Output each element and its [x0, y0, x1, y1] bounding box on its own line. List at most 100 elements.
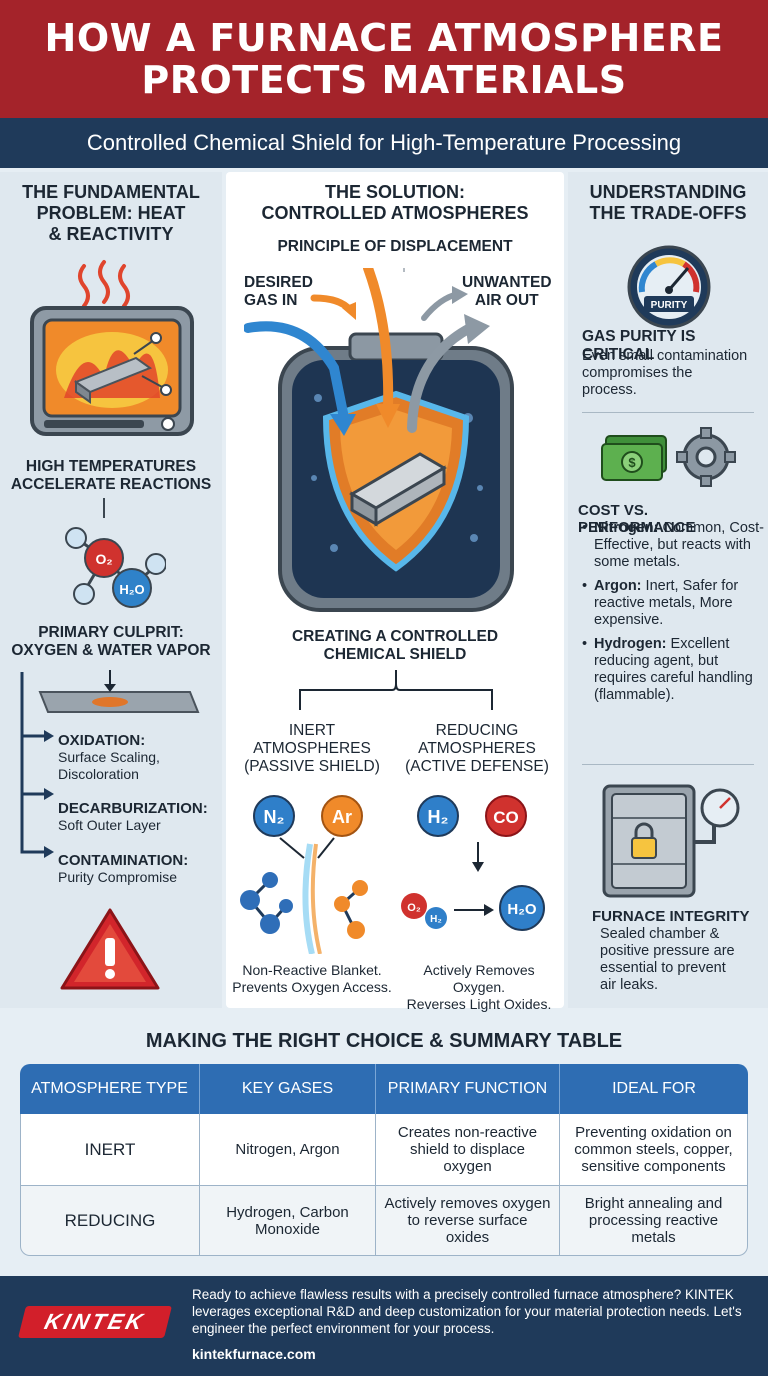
air-out-label: UNWANTED AIR OUT [462, 274, 552, 310]
problem-title-line-2: PROBLEM: HEAT [36, 203, 186, 223]
cell-type: REDUCING [20, 1186, 200, 1256]
problem-column: THE FUNDAMENTAL PROBLEM: HEAT & REACTIVI… [0, 172, 222, 1008]
bullet-hydrogen-text: Excellent reducing agent, but requires c… [594, 636, 753, 703]
principle-label: PRINCIPLE OF DISPLACEMENT [277, 238, 513, 255]
shield-caption-line-2: CHEMICAL SHIELD [323, 646, 467, 663]
page-title: HOW A FURNACE ATMOSPHERE PROTECTS MATERI… [45, 17, 724, 101]
solution-title-line-1: THE SOLUTION: [325, 182, 465, 202]
cell-function: Creates non-reactive shield to displace … [376, 1114, 560, 1186]
problem-title-line-1: THE FUNDAMENTAL [22, 182, 200, 202]
cell-function: Actively removes oxygen to reverse surfa… [376, 1186, 560, 1256]
cell-type: INERT [20, 1114, 200, 1186]
reducing-heading-line-1: REDUCING [435, 722, 519, 739]
h2-small-label: H₂ [430, 914, 442, 925]
tradeoffs-title-line-2: THE TRADE-OFFS [589, 203, 747, 223]
reducing-description-line-1: Actively Removes Oxygen. [423, 962, 535, 995]
gas-in-line-2: GAS IN [244, 292, 298, 309]
kintek-logo: KINTEK [18, 1306, 172, 1338]
integrity-description-line-1: Sealed chamber & [600, 926, 720, 942]
integrity-description-line-4: air leaks. [600, 977, 659, 993]
bullet-nitrogen-text: Common, Cost-Effective, but reacts with … [594, 520, 764, 570]
caption-high-temp-line-2: ACCELERATE REACTIONS [10, 476, 212, 493]
branch-bracket [299, 670, 493, 710]
h2o-out-label: H₂O [507, 901, 536, 918]
molecule-icon: O₂ H₂O [65, 498, 166, 608]
summary-table: ATMOSPHERE TYPE KEY GASES PRIMARY FUNCTI… [20, 1064, 748, 1256]
divider-2 [582, 764, 754, 765]
divider-1 [582, 412, 754, 413]
effect-decarburization: DECARBURIZATION: Soft Outer Layer [58, 800, 222, 834]
integrity-description: Sealed chamber & positive pressure are e… [600, 926, 768, 994]
solution-column: THE SOLUTION: CONTROLLED ATMOSPHERES PRI… [226, 172, 564, 1012]
website-link[interactable]: kintekfurnace.com [192, 1346, 316, 1362]
reducing-description-line-2: Reverses Light Oxides. [406, 996, 552, 1012]
effect-oxidation-title: OXIDATION: [58, 732, 146, 749]
bullet-argon-name: Argon: [594, 578, 642, 594]
effect-oxidation-desc-1: Surface Scaling, [58, 749, 160, 765]
bullet-argon-text: Inert, Safer for reactive metals, More e… [594, 578, 739, 628]
inert-description-line-1: Non-Reactive Blanket. [242, 962, 382, 978]
inert-heading-line-2: ATMOSPHERES [253, 740, 371, 757]
effect-oxidation-desc-2: Discoloration [58, 766, 139, 782]
inert-heading-line-1: INERT [288, 722, 336, 739]
integrity-description-line-2: positive pressure are [600, 943, 735, 959]
effect-decarburization-title: DECARBURIZATION: [58, 800, 208, 817]
o2-label: O₂ [95, 551, 112, 567]
tradeoffs-column: UNDERSTANDING THE TRADE-OFFS PURITY GAS … [568, 172, 768, 1008]
bullet-nitrogen-name: Nitrogen: [594, 520, 659, 536]
cell-ideal: Bright annealing and processing reactive… [560, 1186, 748, 1256]
table-row: INERT Nitrogen, Argon Creates non-reacti… [20, 1114, 748, 1186]
purity-description-line-3: process. [582, 382, 637, 398]
air-out-line-1: UNWANTED [462, 274, 552, 291]
purity-description: Even small contamination compromises the… [582, 348, 768, 399]
effect-decarburization-desc: Soft Outer Layer [58, 817, 161, 833]
h2o-label: H₂O [119, 582, 144, 597]
tradeoffs-title-line-1: UNDERSTANDING [589, 182, 747, 202]
header-primary-function: PRIMARY FUNCTION [376, 1064, 560, 1114]
bullet-hydrogen-name: Hydrogen: [594, 636, 667, 652]
n2-label: N₂ [264, 807, 285, 827]
inert-description-line-2: Prevents Oxygen Access. [232, 979, 392, 995]
bullet-hydrogen: Hydrogen: Excellent reducing agent, but … [582, 636, 766, 704]
caption-high-temp-line-1: HIGH TEMPERATURES [25, 458, 197, 475]
page-header: HOW A FURNACE ATMOSPHERE PROTECTS MATERI… [0, 0, 768, 118]
money-gear-icon: $ [601, 427, 736, 487]
tradeoffs-title: UNDERSTANDING THE TRADE-OFFS [568, 182, 768, 224]
air-out-line-2: AIR OUT [474, 292, 539, 309]
purity-description-line-1: Even small contamination [582, 348, 748, 364]
inert-heading-line-3: (PASSIVE SHIELD) [244, 758, 380, 775]
solution-title: THE SOLUTION: CONTROLLED ATMOSPHERES [226, 182, 564, 224]
gas-in-label: DESIRED GAS IN [244, 274, 313, 310]
caption-culprit: PRIMARY CULPRIT: OXYGEN & WATER VAPOR [0, 624, 222, 660]
reducing-heading-line-3: (ACTIVE DEFENSE) [405, 758, 549, 775]
cell-gases: Hydrogen, Carbon Monoxide [200, 1186, 376, 1256]
caption-culprit-line-1: PRIMARY CULPRIT: [38, 624, 184, 641]
damage-flow-diagram [20, 670, 200, 858]
purity-title: GAS PURITY IS CRITICAL [582, 328, 696, 363]
solution-title-line-2: CONTROLLED ATMOSPHERES [261, 203, 529, 223]
svg-text:$: $ [628, 455, 636, 470]
reducing-description: Actively Removes Oxygen. Reverses Light … [396, 962, 562, 1013]
ar-label: Ar [332, 807, 352, 827]
effect-contamination-desc: Purity Compromise [58, 869, 178, 885]
purity-description-line-2: compromises the [582, 365, 693, 381]
h2-label: H₂ [428, 807, 449, 827]
logo-text: KINTEK [42, 1309, 149, 1334]
footer: KINTEK Ready to achieve flawless results… [0, 1276, 768, 1376]
shield-caption: CREATING A CONTROLLED CHEMICAL SHIELD [226, 628, 564, 664]
table-row: REDUCING Hydrogen, Carbon Monoxide Activ… [20, 1186, 748, 1256]
integrity-description-line-3: essential to prevent [600, 960, 726, 976]
warning-icon [60, 908, 160, 990]
cell-ideal: Preventing oxidation on common steels, c… [560, 1114, 748, 1186]
co-label: CO [493, 808, 519, 827]
o2-small-label: O₂ [407, 902, 421, 914]
atmosphere-molecules: N₂ Ar H₂ CO O₂ H₂ H₂O [240, 795, 545, 954]
gas-in-line-1: DESIRED [244, 274, 313, 291]
summary-section: MAKING THE RIGHT CHOICE & SUMMARY TABLE … [0, 1012, 768, 1272]
effect-contamination: CONTAMINATION: Purity Compromise [58, 852, 222, 886]
gauge-label: PURITY [651, 300, 688, 311]
bullet-argon: Argon: Inert, Safer for reactive metals,… [582, 578, 766, 629]
sealed-chamber-icon [602, 784, 740, 898]
cell-gases: Nitrogen, Argon [200, 1114, 376, 1186]
table-header-row: ATMOSPHERE TYPE KEY GASES PRIMARY FUNCTI… [20, 1064, 748, 1114]
